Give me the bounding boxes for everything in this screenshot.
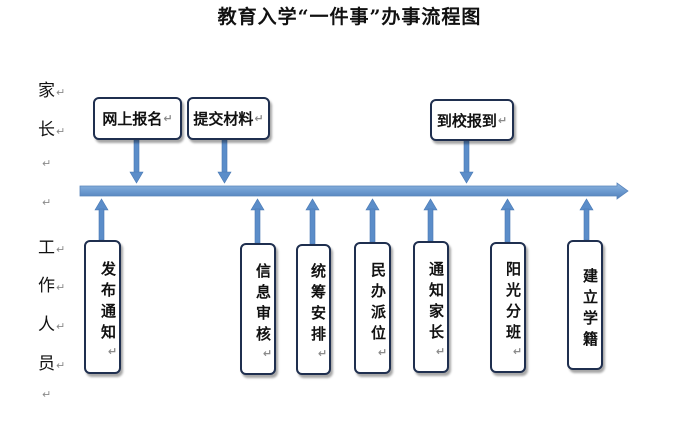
step-create-student-record: 建立学籍↵ <box>567 240 603 370</box>
connector-arrow-up <box>500 198 515 243</box>
paragraph-mark-icon: ↵ <box>56 243 66 256</box>
paragraph-mark-icon: ↵ <box>56 281 66 294</box>
paragraph-mark-icon: ↵ <box>42 157 52 170</box>
paragraph-mark-icon: ↵ <box>511 345 524 364</box>
paragraph-mark-icon: ↵ <box>42 388 52 401</box>
paragraph-mark-icon: ↵ <box>163 112 173 125</box>
paragraph-mark-icon: ↵ <box>106 344 119 364</box>
paragraph-mark-icon: ↵ <box>56 86 66 99</box>
paragraph-mark-icon: ↵ <box>316 347 329 366</box>
connector-arrow-down <box>217 139 232 184</box>
paragraph-mark-icon: ↵ <box>254 112 264 125</box>
step-overall-arrangement: 统筹安排↵ <box>296 244 331 375</box>
step-publish-notice: 发布通知↵ <box>84 240 121 374</box>
connector-arrow-down <box>129 139 144 184</box>
step-info-review: 信息审核↵ <box>240 243 276 375</box>
paragraph-mark-icon: ↵ <box>497 113 508 127</box>
side-label-ren: 人↵ <box>38 315 66 335</box>
connector-arrow-up <box>423 198 438 242</box>
side-label-zhang: 长↵ <box>38 120 66 140</box>
side-label-gong: 工↵ <box>38 238 66 258</box>
side-label-jia: 家↵ <box>38 81 66 101</box>
side-label-zuo: 作↵ <box>38 276 66 296</box>
step-submit-materials: 提交材料↵ <box>187 97 270 140</box>
connector-arrow-up <box>579 198 594 241</box>
connector-arrow-up <box>305 198 320 245</box>
connector-arrow-up <box>94 198 109 241</box>
step-sunshine-class-placement: 阳光分班↵ <box>490 242 526 373</box>
step-private-school-lottery: 民办派位↵ <box>354 242 391 374</box>
paragraph-mark-icon: ↵ <box>42 196 52 209</box>
page-title: 教育入学“一件事”办事流程图 <box>217 6 482 28</box>
paragraph-mark-icon: ↵ <box>56 359 66 372</box>
connector-arrow-up <box>365 198 380 243</box>
paragraph-mark-icon: ↵ <box>56 125 66 138</box>
connector-arrow-up <box>250 198 265 244</box>
paragraph-mark-icon: ↵ <box>434 344 447 364</box>
connector-arrow-down <box>459 140 474 184</box>
timeline-arrow <box>79 182 629 200</box>
step-notify-parents: 通知家长↵ <box>413 241 449 373</box>
paragraph-mark-icon: ↵ <box>261 346 274 366</box>
step-online-registration: 网上报名↵ <box>93 97 182 140</box>
paragraph-mark-icon: ↵ <box>376 345 389 365</box>
side-label-yuan: 员↵ <box>38 354 66 374</box>
step-school-check-in: 到校报到↵ <box>430 99 514 141</box>
paragraph-mark-icon: ↵ <box>56 320 66 333</box>
